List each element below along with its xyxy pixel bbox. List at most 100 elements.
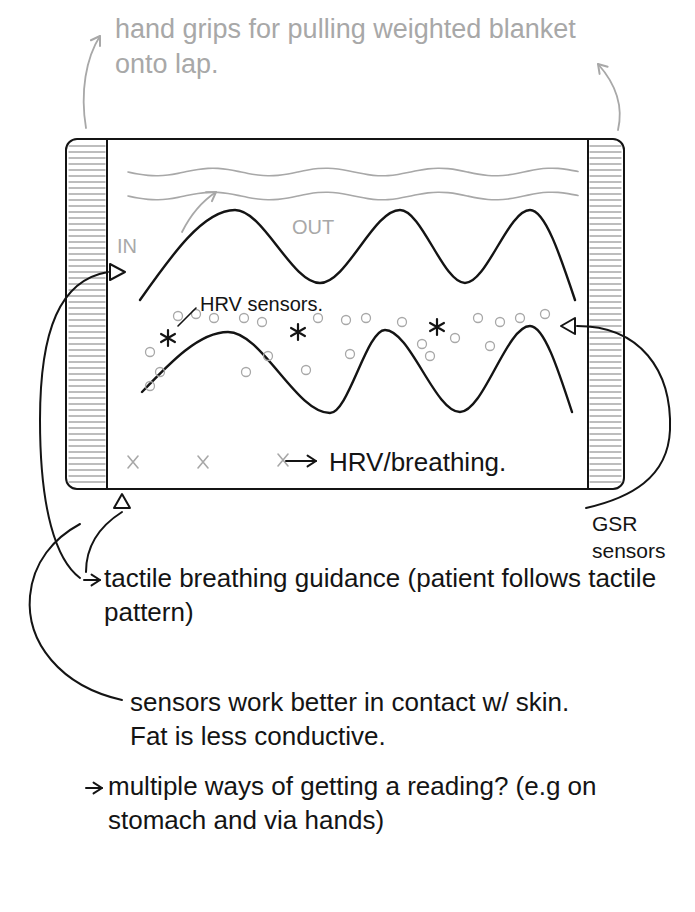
grip-hatch — [590, 187, 621, 188]
grip-hatch — [590, 211, 621, 212]
grip-hatch — [590, 289, 621, 290]
grip-hatch — [69, 475, 105, 476]
grip-hatch — [69, 169, 105, 170]
grip-edge — [587, 140, 589, 488]
flow-label: IN — [117, 233, 137, 259]
grip-hatch — [69, 397, 105, 398]
grip-hatch — [69, 241, 105, 242]
grip-hatch — [590, 163, 621, 164]
grip-hatch — [590, 265, 621, 266]
grip-hatch — [69, 385, 105, 386]
grip-hatch — [590, 259, 621, 260]
grip-hatch — [590, 145, 621, 146]
grip-hatch — [69, 319, 105, 320]
grip-hatch — [590, 439, 621, 440]
grip-hatch — [590, 463, 621, 464]
grip-hatch — [69, 163, 105, 164]
sensor-dot — [451, 334, 460, 343]
texture-wave — [128, 168, 578, 176]
sensor-dot — [174, 312, 183, 321]
grip-hatch — [69, 451, 105, 452]
grip-hatch — [69, 331, 105, 332]
grip-hatch — [69, 307, 105, 308]
grip-hatch — [590, 217, 621, 218]
pointer-arrowhead — [94, 783, 102, 794]
grip-hatch — [590, 313, 621, 314]
grip-hatch — [590, 421, 621, 422]
grip-hatch — [590, 199, 621, 200]
grip-hatch — [69, 415, 105, 416]
design-note: tactile breathing guidance (patient foll… — [104, 562, 664, 630]
design-note: multiple ways of getting a reading? (e.g… — [108, 770, 628, 838]
grip-hatch — [590, 295, 621, 296]
grip-hatch — [590, 349, 621, 350]
pointer-arrowhead — [308, 456, 316, 467]
grip-hatch — [590, 271, 621, 272]
texture-wave — [128, 192, 578, 200]
sensor-dot — [486, 342, 495, 351]
grip-hatch — [590, 277, 621, 278]
grip-hatch — [69, 235, 105, 236]
grip-hatch — [69, 313, 105, 314]
grip-hatch — [69, 349, 105, 350]
blanket-outline: INOUTHRV sensors.HRV/breathing. — [65, 138, 625, 490]
hrv-sensor — [161, 330, 175, 346]
sensor-dot — [264, 352, 273, 361]
breathing-wave — [140, 210, 575, 300]
sensor-dot — [342, 316, 351, 325]
grip-hatch — [69, 403, 105, 404]
grip-hatch — [590, 409, 621, 410]
grip-hatch — [69, 205, 105, 206]
grip-hatch — [69, 259, 105, 260]
grip-hatch — [590, 151, 621, 152]
sensor-dot — [398, 318, 407, 327]
grip-hatch — [69, 427, 105, 428]
grip-hatch — [590, 373, 621, 374]
grip-hatch — [69, 217, 105, 218]
sensor-dot — [496, 318, 505, 327]
flow-arrow — [182, 192, 216, 232]
grip-hatch — [590, 253, 621, 254]
hrv-sensor — [430, 319, 444, 335]
sensor-dot — [258, 318, 267, 327]
grip-hatch — [69, 211, 105, 212]
grip-hatch — [69, 355, 105, 356]
grip-hatch — [69, 265, 105, 266]
grip-hatch — [69, 199, 105, 200]
grip-hatch — [69, 367, 105, 368]
grip-hatch — [590, 181, 621, 182]
grip-hatch — [590, 433, 621, 434]
grip-hatch — [590, 445, 621, 446]
sensor-dot — [418, 340, 427, 349]
grip-hatch — [590, 175, 621, 176]
grip-hatch — [590, 229, 621, 230]
pointer-triangle — [114, 494, 130, 508]
grip-hatch — [69, 151, 105, 152]
grip-hatch — [590, 403, 621, 404]
grip-hatch — [69, 469, 105, 470]
grip-edge — [106, 140, 108, 488]
grip-hatch — [69, 295, 105, 296]
grip-hatch — [590, 169, 621, 170]
grip-hatch — [69, 283, 105, 284]
grip-hatch — [590, 337, 621, 338]
leader-line — [178, 308, 196, 326]
grip-hatch — [69, 223, 105, 224]
breathing-wave — [142, 326, 572, 413]
grip-hatch — [590, 223, 621, 224]
grip-hatch — [69, 343, 105, 344]
grip-hatch — [590, 385, 621, 386]
sensor-dot — [362, 314, 371, 323]
grip-hatch — [69, 361, 105, 362]
grip-hatch — [69, 463, 105, 464]
pointer-triangle — [110, 264, 125, 280]
hrv-sensor — [291, 324, 305, 340]
sensor-dot — [541, 310, 550, 319]
sensor-note: GSR sensors — [592, 510, 686, 565]
grip-note: hand grips for pulling weighted blanket … — [115, 12, 585, 82]
grip-hatch — [69, 145, 105, 146]
grip-hatch — [69, 325, 105, 326]
grip-hatch — [590, 319, 621, 320]
grip-hatch — [590, 283, 621, 284]
